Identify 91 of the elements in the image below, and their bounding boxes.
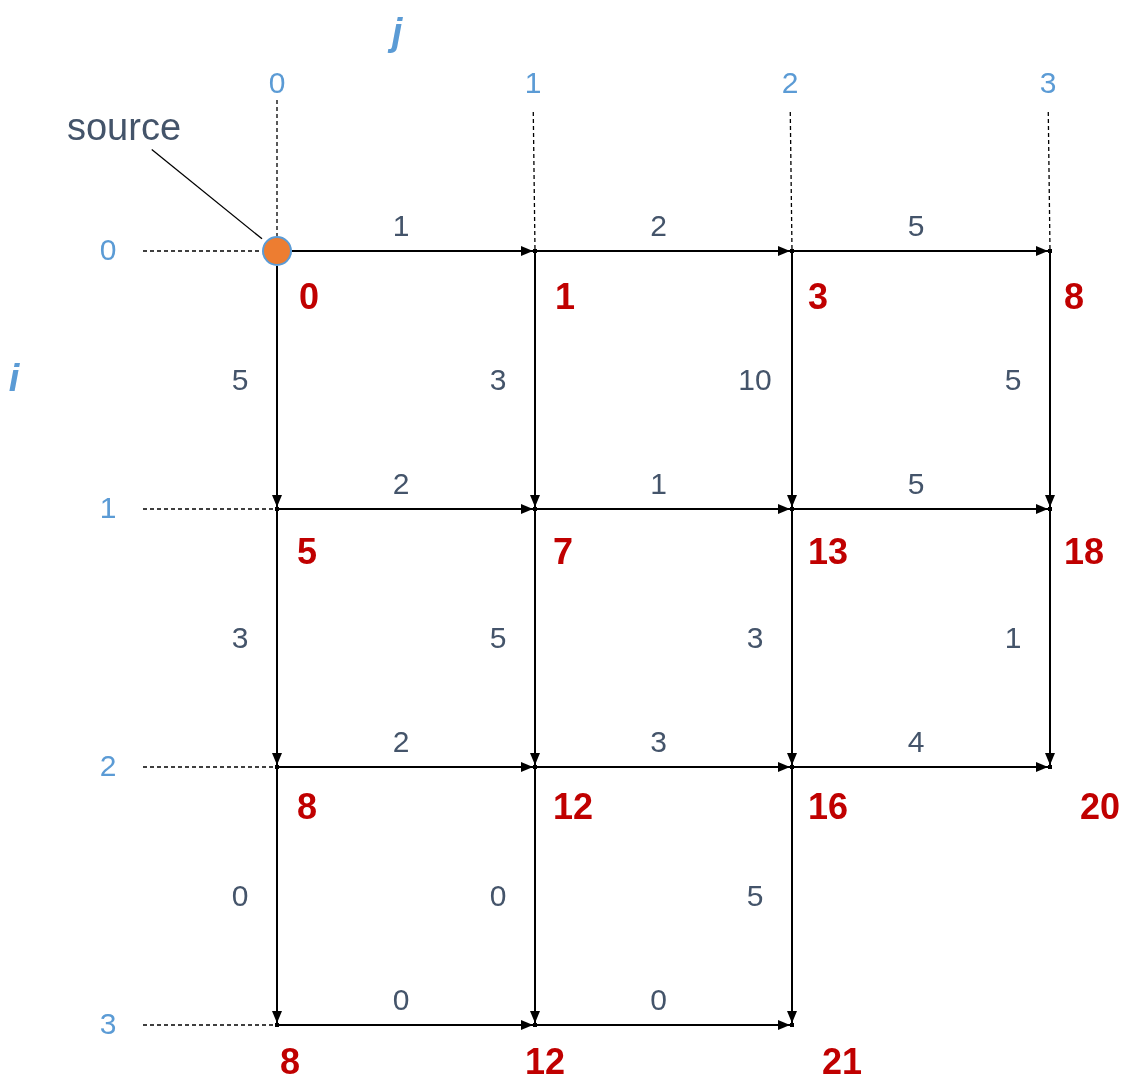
arrow bbox=[793, 246, 1049, 256]
edge-label: 0 bbox=[489, 881, 507, 911]
arrow bbox=[536, 1020, 791, 1030]
grid-point bbox=[533, 249, 537, 253]
arrow bbox=[787, 252, 797, 508]
arrow bbox=[530, 252, 540, 508]
grid-point bbox=[790, 507, 794, 511]
distance-value: 7 bbox=[553, 534, 574, 570]
grid-point bbox=[1048, 249, 1052, 253]
arrow bbox=[787, 510, 797, 766]
arrow bbox=[272, 510, 282, 766]
grid-point bbox=[1048, 765, 1052, 769]
arrow bbox=[272, 768, 282, 1024]
arrow bbox=[793, 762, 1049, 772]
guide-line bbox=[142, 766, 276, 768]
grid-point bbox=[533, 507, 537, 511]
guide-line bbox=[1047, 111, 1051, 250]
arrow bbox=[272, 265, 282, 508]
arrow bbox=[278, 504, 534, 514]
distance-value: 12 bbox=[553, 789, 594, 825]
edge-label: 0 bbox=[392, 985, 410, 1015]
distance-value: 8 bbox=[280, 1044, 301, 1080]
guide-line bbox=[142, 1024, 276, 1026]
guide-line bbox=[142, 508, 276, 510]
distance-value: 18 bbox=[1064, 534, 1105, 570]
leader-line bbox=[151, 148, 263, 240]
guide-line bbox=[532, 111, 536, 250]
index-label: 2 bbox=[99, 751, 117, 781]
index-label: 3 bbox=[1039, 68, 1057, 98]
edge-label: 2 bbox=[650, 211, 667, 241]
grid-point bbox=[533, 1023, 537, 1027]
distance-value: 8 bbox=[297, 789, 318, 825]
distance-value: 13 bbox=[808, 534, 849, 570]
edge-label: 5 bbox=[489, 623, 507, 653]
arrow bbox=[278, 762, 534, 772]
grid-point bbox=[1048, 507, 1052, 511]
distance-value: 1 bbox=[555, 279, 576, 315]
edge-label: 4 bbox=[907, 727, 925, 757]
distance-value: 21 bbox=[822, 1044, 863, 1080]
index-label: 0 bbox=[99, 235, 117, 265]
distance-value: 8 bbox=[1064, 279, 1085, 315]
edge-label: 5 bbox=[1004, 365, 1022, 395]
node-label: source bbox=[66, 108, 182, 146]
index-label: 1 bbox=[99, 493, 117, 523]
edge-label: 1 bbox=[650, 469, 667, 499]
edge-label: 0 bbox=[231, 881, 249, 911]
arrow bbox=[278, 1020, 534, 1030]
grid-point bbox=[275, 1023, 279, 1027]
arrow bbox=[1045, 252, 1055, 508]
edge-label: 1 bbox=[1004, 623, 1022, 653]
arrow bbox=[530, 768, 540, 1024]
distance-value: 16 bbox=[808, 789, 849, 825]
edge-label: 3 bbox=[650, 727, 667, 757]
edge-label: 3 bbox=[231, 623, 249, 653]
distance-value: 20 bbox=[1080, 789, 1121, 825]
index-label: 3 bbox=[99, 1009, 117, 1039]
edge-label: 5 bbox=[231, 365, 249, 395]
edge-label: 2 bbox=[392, 727, 410, 757]
edge-label: 1 bbox=[392, 211, 410, 241]
distance-value: 0 bbox=[299, 279, 320, 315]
guide-line bbox=[276, 99, 278, 237]
index-label: 2 bbox=[781, 68, 799, 98]
edge-label: 3 bbox=[489, 365, 507, 395]
arrow bbox=[1045, 510, 1055, 766]
distance-value: 5 bbox=[297, 534, 318, 570]
arrow bbox=[530, 510, 540, 766]
arrow bbox=[291, 246, 534, 256]
edge-label: 0 bbox=[650, 985, 667, 1015]
arrow bbox=[787, 768, 797, 1024]
distance-value: 3 bbox=[808, 279, 829, 315]
edge-label: 3 bbox=[746, 623, 764, 653]
arrow bbox=[536, 504, 791, 514]
edge-label: 2 bbox=[392, 469, 410, 499]
index-label: 0 bbox=[268, 68, 286, 98]
grid-point bbox=[275, 765, 279, 769]
index-label: 1 bbox=[524, 68, 542, 98]
grid-point bbox=[790, 765, 794, 769]
edge-label: 10 bbox=[738, 365, 772, 395]
arrow bbox=[793, 504, 1049, 514]
guide-line bbox=[789, 111, 793, 250]
grid-point bbox=[790, 1023, 794, 1027]
axis-label: i bbox=[8, 359, 20, 397]
grid-point bbox=[275, 507, 279, 511]
grid-point bbox=[790, 249, 794, 253]
edge-label: 5 bbox=[746, 881, 764, 911]
grid-point bbox=[533, 765, 537, 769]
arrow bbox=[536, 762, 791, 772]
distance-value: 12 bbox=[525, 1044, 566, 1080]
edge-label: 5 bbox=[907, 469, 925, 499]
arrow bbox=[536, 246, 791, 256]
edge-label: 5 bbox=[907, 211, 925, 241]
